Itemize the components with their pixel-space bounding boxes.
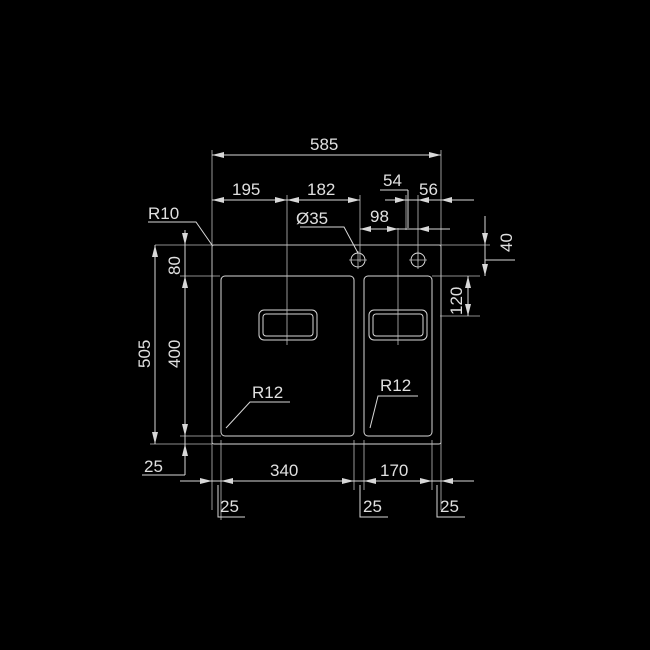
dim-hole-diameter: Ø35: [296, 209, 328, 228]
sink-outline: [150, 150, 490, 520]
dim-left-bowl-radius: R12: [252, 383, 283, 402]
dim-overall-width: 585: [310, 135, 338, 154]
dim-left-rim: 25: [220, 497, 239, 516]
dim-right-bowl-radius: R12: [380, 376, 411, 395]
dim-drain-vertical: 120: [447, 287, 466, 315]
dim-hole-offset: 98: [370, 207, 389, 226]
dim-hole-right-offset: 56: [419, 180, 438, 199]
dim-bowl-center-spacing: 182: [307, 180, 335, 199]
tap-hole-left: [349, 251, 367, 269]
dim-top-margin: 80: [165, 256, 184, 275]
left-drain: [258, 309, 318, 341]
dim-bowl-depth: 400: [165, 340, 184, 368]
left-bowl: [220, 275, 355, 437]
dim-middle-rim: 25: [363, 497, 382, 516]
dim-left-offset: 195: [232, 180, 260, 199]
dim-right-bowl-width: 170: [380, 461, 408, 480]
dim-overall-depth: 505: [135, 340, 154, 368]
dim-right-rim: 25: [440, 497, 459, 516]
dim-corner-radius: R10: [148, 204, 179, 223]
dim-hole-vertical: 40: [497, 233, 516, 252]
dim-hole-spacing: 54: [383, 171, 402, 190]
dim-bottom-margin: 25: [144, 457, 163, 476]
dimension-lines: [142, 152, 515, 518]
dim-left-bowl-width: 340: [270, 461, 298, 480]
